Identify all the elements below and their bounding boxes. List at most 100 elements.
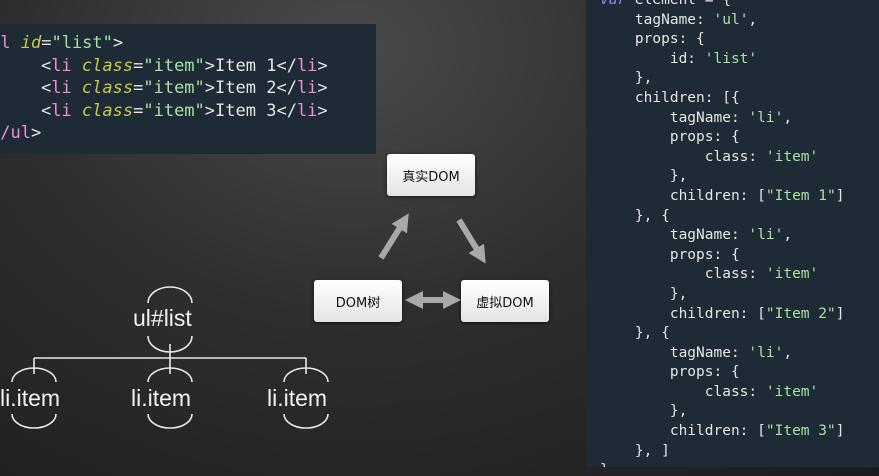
js-code-text: element = { [626,0,731,8]
js-code-text: }, { [600,325,670,342]
js-code-line: tagName: 'li', [600,344,879,364]
js-code-line: class: 'item' [600,148,879,168]
js-keyword: var [600,0,627,8]
js-code-text: children: ["Item 1"] [600,187,845,204]
js-string-literal: "Item 3" [765,423,836,440]
js-code-line: class: 'item' [600,265,879,285]
js-code-line: }, { [600,324,879,344]
li-text-3: Item 3 [215,100,277,121]
js-code-text: tagName: 'li', [600,227,793,244]
class-value: "item" [143,78,205,98]
js-code-line: tagName: 'li', [600,109,879,129]
dom-tree-label: DOM树 [335,295,381,311]
js-code-line: props: { [600,363,879,383]
js-string-literal: 'item' [765,266,819,283]
js-string-literal: 'item' [765,383,819,400]
li-tag: li [51,55,72,76]
html-line-li-2: <li class="item">Item 2</li> [0,78,328,98]
js-code-text: }, [600,70,653,87]
js-code-line: }, { [600,207,879,227]
li-close-tag: li [296,100,318,121]
html-code-snippet: ul id="list"> <li class="item">Item 1</l… [0,24,376,154]
li-text-1: Item 1 [215,55,277,76]
js-code-text: props: { [600,364,740,381]
js-code-line: }, [600,402,879,422]
js-code-line: }, ] [600,442,879,462]
js-code-line: props: { [600,30,879,50]
li-text-2: Item 2 [215,78,277,98]
js-code-text: children: [{ [600,89,740,106]
js-code-line: } [600,461,879,467]
li-tag: li [51,100,72,121]
js-code-line: props: { [600,128,879,148]
js-code-text: class: 'item' [600,266,819,283]
js-code-text: }, [600,285,688,302]
js-string-literal: 'li' [748,227,784,244]
js-code-line: class: 'item' [600,383,879,403]
js-code-line: var element = { [600,0,879,11]
js-code-text: props: { [600,246,740,263]
js-code-line: }, [600,69,879,89]
js-code-line: children: ["Item 2"] [600,305,879,325]
js-string-literal: 'ul' [713,11,749,28]
tree-child-label-2: li.item [131,385,192,411]
js-code-text: }, ] [600,442,670,459]
js-code-text: class: 'item' [600,148,819,165]
js-code-line: id: 'list' [600,50,879,70]
js-code-text: children: ["Item 2"] [600,305,845,322]
dom-tree-box: DOM树 [314,280,402,322]
js-string-literal: 'item' [765,148,819,165]
li-tag: li [51,78,72,98]
class-attr: class [81,100,134,121]
js-code-text: id: 'list' [600,50,758,67]
js-code-line: tagName: 'li', [600,226,879,246]
id-value: "list" [51,33,113,53]
tree-child-label-3: li.item [267,385,328,411]
html-line-li-3: <li class="item">Item 3</li> [0,100,328,121]
js-code-text: props: { [600,129,740,146]
js-code-line: children: [{ [600,89,879,109]
html-line-ul-open: ul id="list"> [0,32,376,55]
li-close-tag: li [296,78,318,98]
class-value: "item" [143,100,205,121]
class-attr: class [81,78,134,98]
html-line-ul-close: </ul> [0,123,42,143]
class-value: "item" [143,55,205,76]
js-code-text: tagName: 'ul', [600,11,758,28]
js-code-text: children: ["Item 3"] [600,423,845,440]
js-code-text: }, [600,403,688,420]
js-code-text: tagName: 'li', [600,109,793,126]
js-string-literal: 'li' [748,344,784,361]
js-code-text: props: { [600,31,705,48]
ul-tag: ul [0,33,11,53]
js-code-text: }, { [600,207,670,224]
id-attr: id [20,33,42,53]
js-string-literal: 'list' [704,50,758,67]
virtual-dom-box: 虚拟DOM [461,280,549,322]
js-string-literal: "Item 2" [765,305,836,322]
tree-root-label: ul#list [133,305,192,331]
class-attr: class [81,55,134,76]
js-string-literal: 'li' [748,109,784,126]
arrow-virtual-dom-to-real-dom [456,218,486,264]
arrow-dom-tree-to-real-dom [378,213,409,260]
js-code-line: children: ["Item 3"] [600,422,879,442]
ul-close-tag: /ul [0,123,31,143]
js-code-line: }, [600,285,879,305]
virtual-dom-label: 虚拟DOM [476,295,534,311]
real-dom-box: 真实DOM [387,154,475,196]
js-code-line: }, [600,167,879,187]
tree-child-label-1: li.item [0,385,61,411]
js-code-line: tagName: 'ul', [600,11,879,31]
js-string-literal: "Item 1" [765,187,836,204]
html-line-li-1: <li class="item">Item 1</li> [0,55,328,76]
js-code-snippet: var element = { tagName: 'ul', props: { … [586,0,879,467]
js-code-text: class: 'item' [600,383,819,400]
js-code-text: }, [600,168,688,185]
js-code-line: props: { [600,246,879,266]
js-code-text: tagName: 'li', [600,344,793,361]
li-close-tag: li [296,55,318,76]
js-code-line: children: ["Item 1"] [600,187,879,207]
js-code-text: } [600,462,609,467]
real-dom-label: 真实DOM [402,169,460,185]
